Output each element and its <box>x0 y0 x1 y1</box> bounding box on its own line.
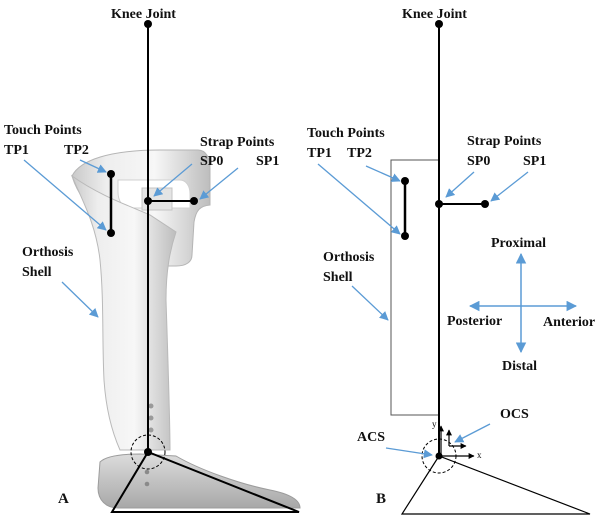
arrow-acs <box>385 447 433 459</box>
panel-a-arrows <box>23 159 239 318</box>
panel-b-letter: B <box>376 491 387 507</box>
direction-cross <box>468 252 578 354</box>
touch-point-tp1 <box>107 229 115 237</box>
strap-points-title: Strap Points <box>200 135 275 150</box>
orthosis-shank-shell <box>70 174 177 451</box>
strap-point-sp0 <box>144 197 152 205</box>
tp1-label: TP1 <box>4 143 29 158</box>
panel-b-model <box>390 20 591 515</box>
orthosis-rivet <box>148 415 154 421</box>
panel-a-letter: A <box>58 491 69 507</box>
distal-label: Distal <box>502 359 537 374</box>
foot-triangle <box>110 450 300 513</box>
arrow-sp0 <box>445 171 475 198</box>
sp0-label: SP0 <box>467 154 491 169</box>
arrow-sp1 <box>199 167 239 200</box>
posterior-label: Posterior <box>447 314 503 329</box>
sp1-label: SP1 <box>256 154 280 169</box>
arrow-tp1 <box>317 163 401 235</box>
orthosis-label: Orthosis <box>323 250 375 265</box>
ocs-label: OCS <box>500 407 529 422</box>
strap-point-sp0 <box>435 200 443 208</box>
sp1-label: SP1 <box>523 154 547 169</box>
arrow-tp2 <box>79 159 107 173</box>
arrow-orthosis-shell <box>351 285 389 321</box>
knee-joint-point <box>144 20 152 28</box>
orthosis-rivet <box>144 469 150 475</box>
touch-points-title: Touch Points <box>307 126 385 141</box>
touch-point-tp1 <box>401 232 409 240</box>
proximal-label: Proximal <box>491 236 546 251</box>
knee-joint-point <box>435 20 443 28</box>
touch-point-tp2 <box>401 177 409 185</box>
foot-triangle <box>400 455 591 515</box>
panel-a-model <box>107 20 300 513</box>
tp2-label: TP2 <box>64 143 89 158</box>
acs-label: ACS <box>357 430 386 445</box>
ankle-region-circle <box>130 434 166 470</box>
arrow-ocs <box>454 423 491 443</box>
strap-point-sp1 <box>190 197 198 205</box>
panel-b-arrows <box>317 163 529 459</box>
knee-joint-label: Knee Joint <box>402 7 467 22</box>
tp1-label: TP1 <box>307 146 332 161</box>
shell-label: Shell <box>323 270 353 285</box>
arrow-sp0 <box>153 163 193 197</box>
sp0-label: SP0 <box>200 154 224 169</box>
touch-points-title: Touch Points <box>4 123 82 138</box>
orthosis-rivet <box>148 427 154 433</box>
orthosis-outline <box>390 159 440 416</box>
orthosis-foot-plate <box>97 453 301 509</box>
shell-label: Shell <box>22 265 52 280</box>
orthosis-label: Orthosis <box>22 245 74 260</box>
strap-point-sp1 <box>481 200 489 208</box>
orthosis-rivet <box>144 481 150 487</box>
arrow-orthosis-shell <box>61 281 99 318</box>
strap-points-title: Strap Points <box>467 134 542 149</box>
tp2-label: TP2 <box>347 146 372 161</box>
orthosis-rivet <box>148 403 154 409</box>
arrow-tp1 <box>23 159 107 231</box>
arrow-sp1 <box>490 171 529 202</box>
knee-joint-label: Knee Joint <box>111 7 176 22</box>
axis-y-label: y <box>432 419 437 429</box>
touch-point-tp2 <box>107 170 115 178</box>
axis-x-label: x <box>477 450 482 460</box>
arrow-tp2 <box>365 165 401 182</box>
orthosis-photo <box>70 149 301 509</box>
anterior-label: Anterior <box>543 315 596 330</box>
